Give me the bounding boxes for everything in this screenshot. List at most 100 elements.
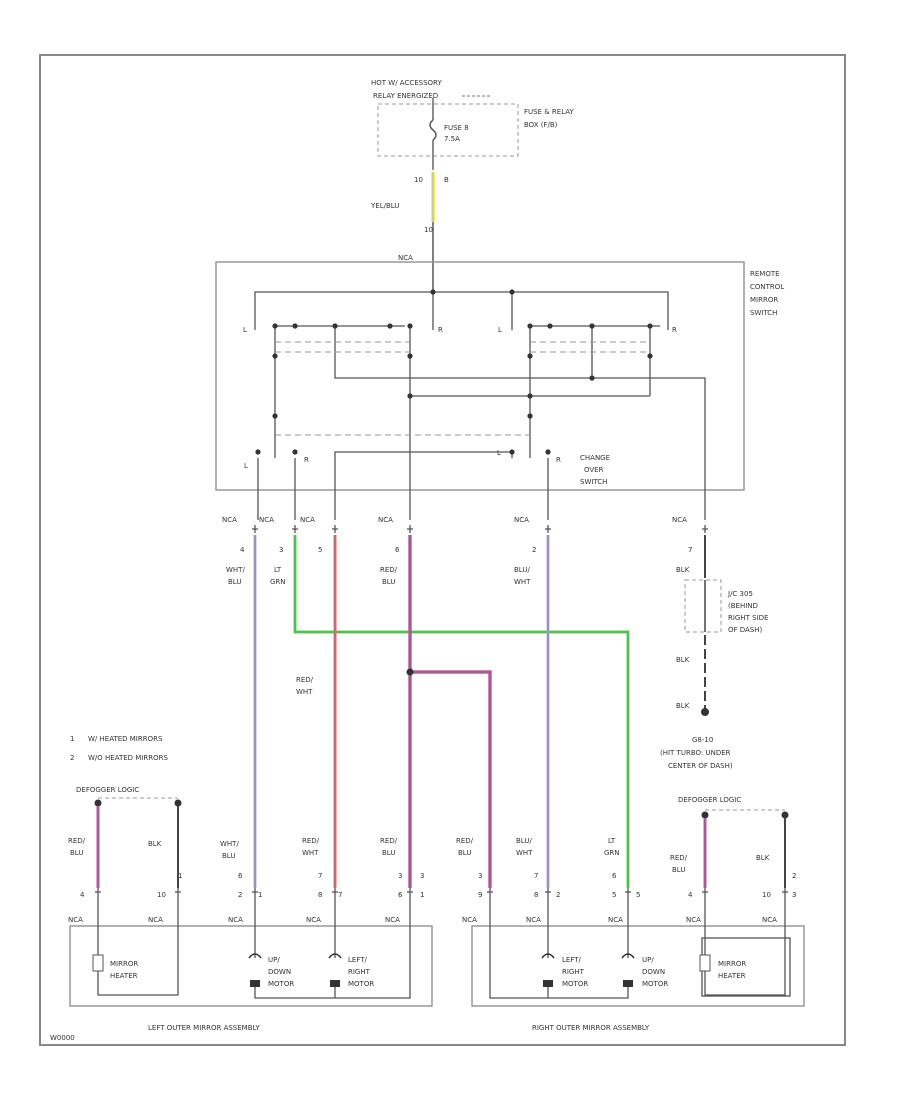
- fuse-symbol: [429, 119, 437, 141]
- figure-id: W0000: [50, 1034, 75, 1042]
- rc-switch-label-4: SWITCH: [750, 309, 777, 317]
- connector-pins-left: [95, 888, 413, 896]
- switch-dashed-links: [275, 341, 650, 436]
- nca-label-4: NCA: [378, 516, 393, 524]
- note-1-num: 1: [70, 735, 74, 743]
- right-leftright-label-1: LEFT/: [562, 956, 582, 964]
- nca-label-2: NCA: [259, 516, 274, 524]
- defogger-right-dot-2: [781, 811, 789, 819]
- left-motor-wiring: [254, 896, 411, 999]
- left-heater-label-2: HEATER: [110, 972, 138, 980]
- pin-label-2: 2: [532, 546, 536, 554]
- lt-grn-label-a: LT: [274, 566, 282, 574]
- right-leftright-label-2: RIGHT: [562, 968, 585, 976]
- b-ltgrn-a: LT: [608, 837, 616, 845]
- red-blu-label-a: RED/: [380, 566, 398, 574]
- defogger-left-label: DEFOGGER LOGIC: [76, 786, 139, 794]
- rp-7c: 7: [534, 872, 538, 880]
- defogger-right-label: DEFOGGER LOGIC: [678, 796, 741, 804]
- bnca-10: NCA: [762, 916, 777, 924]
- b-redblu4-a: RED/: [670, 854, 688, 862]
- wire-red-blu-branch: [410, 670, 492, 888]
- lp-1: 1: [258, 891, 262, 899]
- jc-box: [684, 579, 722, 633]
- rc-switch-label-1: REMOTE: [750, 270, 780, 278]
- b-whtblu-a: WHT/: [220, 840, 239, 848]
- note-2-num: 2: [70, 754, 74, 762]
- b-redwht-a: RED/: [302, 837, 320, 845]
- red-wht-label-b: WHT: [296, 688, 313, 696]
- changeover-label-3: SWITCH: [580, 478, 607, 486]
- left-updown-label-3: MOTOR: [268, 980, 294, 988]
- bnca-1: NCA: [68, 916, 83, 924]
- changeover-label-2: OVER: [584, 466, 604, 474]
- fuse-box-outline: [377, 103, 519, 157]
- switch-left-label-2: L: [498, 326, 502, 334]
- b-blk2: BLK: [756, 854, 770, 862]
- wht-blu-label-b: BLU: [228, 578, 241, 586]
- b-redblu-b: BLU: [70, 849, 83, 857]
- lp-10: 10: [157, 891, 166, 899]
- fuse-box-label-2: BOX (F/B): [524, 121, 558, 129]
- b-bluwht-a: BLU/: [516, 837, 532, 845]
- b-bluwht-b: WHT: [516, 849, 533, 857]
- b-redblu4-b: BLU: [672, 866, 685, 874]
- switch-left-label-1: L: [243, 326, 247, 334]
- changeover-label-1: CHANGE: [580, 454, 610, 462]
- rp-10b: 10: [762, 891, 771, 899]
- right-heater-loop: [704, 896, 786, 996]
- ground-point: [701, 708, 709, 716]
- pin-label-5: 5: [318, 546, 322, 554]
- changeover-l-label: L: [244, 462, 248, 470]
- nca-label-5: NCA: [514, 516, 529, 524]
- left-leftright-label-3: MOTOR: [348, 980, 374, 988]
- rp-2b: 2: [556, 891, 560, 899]
- pin-label-4: 4: [240, 546, 245, 554]
- rp-4b: 4: [688, 891, 693, 899]
- blk-label-3: BLK: [676, 702, 690, 710]
- relay-label: RELAY ENERGIZED: [373, 92, 438, 100]
- bnca-6: NCA: [462, 916, 477, 924]
- connector-pins-top: [252, 525, 708, 533]
- lp-6: 6: [238, 872, 243, 880]
- pin-label-6: 6: [395, 546, 400, 554]
- lp-2: 2: [238, 891, 242, 899]
- ground-label-2: (HIT TURBO: UNDER: [660, 749, 731, 757]
- nca-label-1: NCA: [222, 516, 237, 524]
- blk-label-1: BLK: [676, 566, 690, 574]
- diagram-frame: [39, 54, 846, 1046]
- wires: [253, 535, 706, 888]
- left-leftright-motor-icon: [328, 953, 342, 959]
- left-updown-label-1: UP/: [268, 956, 280, 964]
- right-leftright-motor-body: [543, 980, 553, 987]
- fuse-name: FUSE 8: [444, 124, 469, 132]
- red-blu-label-b: BLU: [382, 578, 395, 586]
- jc-label-1: J/C 305: [727, 590, 753, 598]
- rp-5b: 5: [636, 891, 640, 899]
- b-redblu-a: RED/: [68, 837, 86, 845]
- b-redwht-b: WHT: [302, 849, 319, 857]
- wire-lt-grn: [293, 535, 630, 888]
- left-updown-motor-body: [250, 980, 260, 987]
- left-leftright-label-2: RIGHT: [348, 968, 371, 976]
- b-ltgrn-b: GRN: [604, 849, 620, 857]
- left-mirror-assembly: [69, 925, 433, 1007]
- left-updown-motor-icon: [248, 953, 262, 959]
- changeover-r-label: R: [304, 456, 309, 464]
- right-updown-label-3: MOTOR: [642, 980, 668, 988]
- right-updown-label-2: DOWN: [642, 968, 665, 976]
- left-updown-label-2: DOWN: [268, 968, 291, 976]
- lp-6b: 6: [398, 891, 403, 899]
- fuse-pin-b: B: [444, 176, 449, 184]
- pin-label-3: 3: [279, 546, 283, 554]
- rp-5: 5: [612, 891, 616, 899]
- wht-blu-label-a: WHT/: [226, 566, 245, 574]
- rc-switch-label-2: CONTROL: [750, 283, 784, 291]
- rp-3c: 3: [478, 872, 482, 880]
- blu-wht-label-b: WHT: [514, 578, 531, 586]
- left-heater-loop: [97, 896, 179, 996]
- blk-label-2: BLK: [676, 656, 690, 664]
- splice-red-blu: [406, 668, 414, 676]
- left-leftright-motor-body: [330, 980, 340, 987]
- ground-label-1: G8-10: [692, 736, 713, 744]
